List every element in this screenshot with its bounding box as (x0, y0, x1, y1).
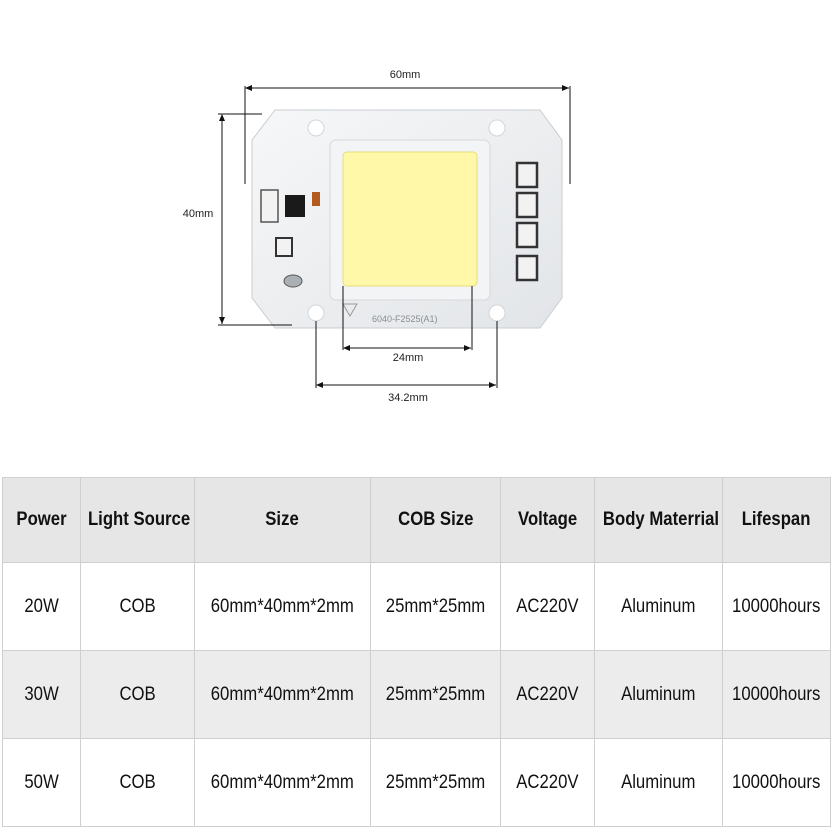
capacitor-icon (275, 237, 293, 257)
pad-3-icon (515, 221, 539, 249)
cell-size: 60mm*40mm*2mm (194, 738, 371, 827)
cob-emitter (342, 151, 478, 287)
pad-4-icon (515, 254, 539, 282)
cell-lifespan: 10000hours (722, 738, 831, 827)
cell-body-material: Aluminum (594, 650, 723, 739)
cell-cob-size: 25mm*25mm (370, 562, 501, 651)
mounting-hole-bottom-right (488, 304, 506, 322)
cob-width-dimension-label: 24mm (392, 352, 424, 364)
cell-lifespan: 10000hours (722, 562, 831, 651)
led-chip-dimension-diagram: 6040-F2525(A1) 60mm 40mm 24mm 34.2mm (182, 69, 571, 404)
table-row: 20W COB 60mm*40mm*2mm 25mm*25mm AC220V A… (2, 562, 831, 651)
cell-cob-size: 25mm*25mm (370, 738, 501, 827)
cell-body-material: Aluminum (594, 562, 723, 651)
resistor-icon (312, 192, 320, 206)
cob-board-drawing: 6040-F2525(A1) (218, 85, 571, 388)
board-label: 6040-F2525(A1) (372, 314, 438, 324)
pad-2-icon (515, 191, 539, 219)
spec-table: Power Light Source Size COB Size Voltage… (2, 477, 831, 827)
header-size: Size (194, 477, 371, 563)
cell-body-material: Aluminum (594, 738, 723, 827)
cell-voltage: AC220V (500, 738, 595, 827)
cell-cob-size: 25mm*25mm (370, 650, 501, 739)
cell-power: 30W (2, 650, 81, 739)
header-light-source: Light Source (80, 477, 195, 563)
hole-spacing-dimension-label: 34.2mm (388, 392, 428, 404)
cell-voltage: AC220V (500, 562, 595, 651)
table-row: 30W COB 60mm*40mm*2mm 25mm*25mm AC220V A… (2, 650, 831, 739)
header-voltage: Voltage (500, 477, 595, 563)
header-cob-size: COB Size (370, 477, 501, 563)
table-row: 50W COB 60mm*40mm*2mm 25mm*25mm AC220V A… (2, 738, 831, 827)
varistor-icon (283, 274, 303, 288)
cell-power: 50W (2, 738, 81, 827)
mounting-hole-bottom-left (307, 304, 325, 322)
height-dimension-label: 40mm (182, 208, 214, 220)
header-power: Power (2, 477, 81, 563)
warning-icon (342, 303, 358, 317)
ic-chip-icon (285, 195, 305, 217)
cell-size: 60mm*40mm*2mm (194, 650, 371, 739)
header-body-material: Body Materrial (594, 477, 723, 563)
cell-light-source: COB (80, 738, 195, 827)
cell-size: 60mm*40mm*2mm (194, 562, 371, 651)
cell-power: 20W (2, 562, 81, 651)
cell-voltage: AC220V (500, 650, 595, 739)
table-header-row: Power Light Source Size COB Size Voltage… (2, 477, 831, 563)
cell-lifespan: 10000hours (722, 650, 831, 739)
cell-light-source: COB (80, 562, 195, 651)
bridge-rectifier-icon (260, 189, 279, 223)
width-dimension-label: 60mm (389, 69, 421, 81)
mounting-hole-top-right (488, 119, 506, 137)
header-lifespan: Lifespan (722, 477, 831, 563)
cell-light-source: COB (80, 650, 195, 739)
mounting-hole-top-left (307, 119, 325, 137)
pad-1-icon (515, 161, 539, 189)
